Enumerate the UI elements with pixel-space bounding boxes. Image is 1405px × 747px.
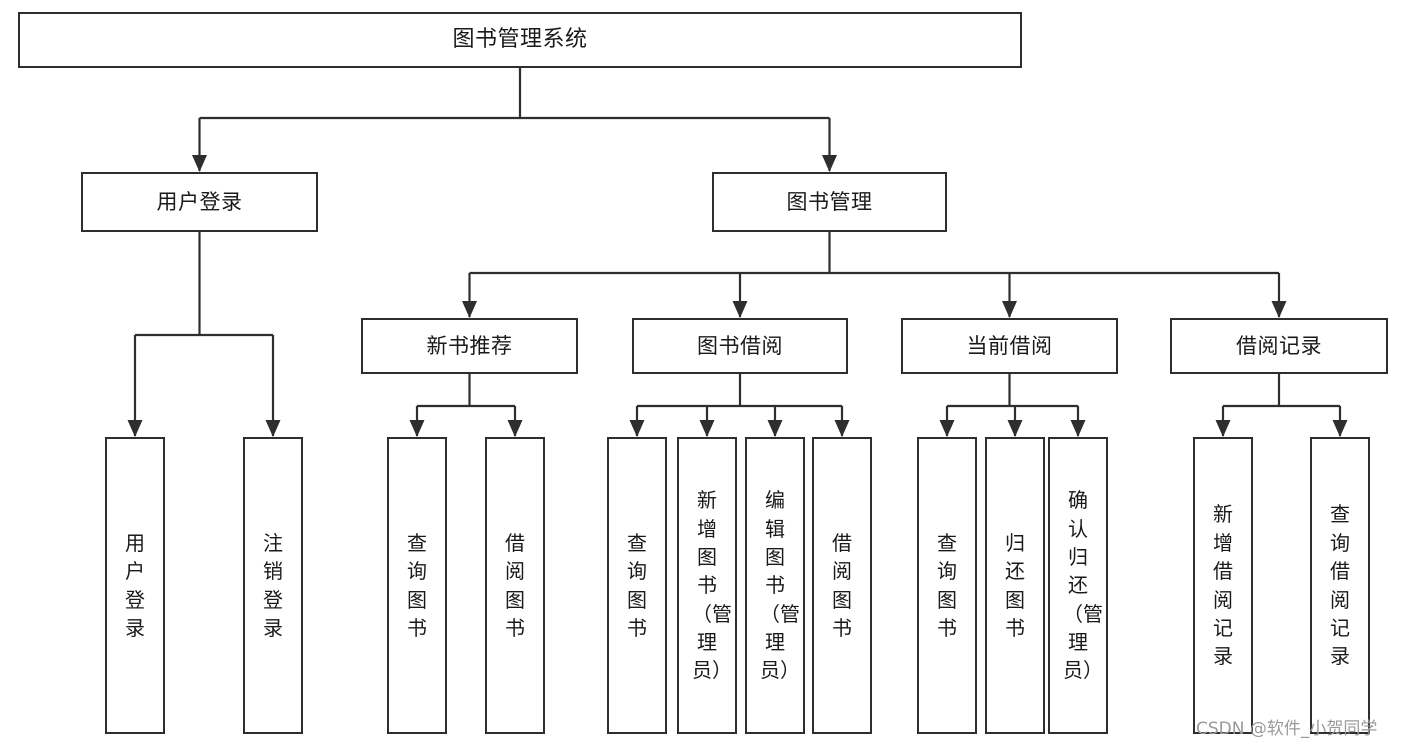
node-l3-current[interactable]: 当前借阅 [901, 318, 1118, 374]
node-label: 用户登录 [125, 530, 145, 640]
node-label: 用户登录 [156, 189, 243, 214]
node-l2-book[interactable]: 图书管理 [712, 172, 947, 232]
node-label: 新增借阅记录 [1213, 502, 1233, 669]
node-f-cur-1[interactable]: 查询图书 [917, 437, 977, 734]
node-label: 查询图书 [937, 530, 957, 640]
node-l3-record[interactable]: 借阅记录 [1170, 318, 1388, 374]
node-label: 查询图书 [407, 530, 427, 640]
node-f-rec-1[interactable]: 新增借阅记录 [1193, 437, 1253, 734]
node-label: 借阅图书 [505, 530, 525, 640]
node-f-bor-2[interactable]: 新增图书（管理员） [677, 437, 737, 734]
node-label: 图书管理系统 [452, 27, 588, 53]
node-f-new-1[interactable]: 查询图书 [387, 437, 447, 734]
node-label: 确认归还（管理员） [1063, 488, 1103, 683]
node-l3-borrow[interactable]: 图书借阅 [632, 318, 848, 374]
node-f-new-2[interactable]: 借阅图书 [485, 437, 545, 734]
node-f-login-1[interactable]: 用户登录 [105, 437, 165, 734]
watermark: CSDN @软件_小贺同学 [1196, 719, 1378, 739]
node-label: 归还图书 [1005, 530, 1025, 640]
node-f-rec-2[interactable]: 查询借阅记录 [1310, 437, 1370, 734]
node-root[interactable]: 图书管理系统 [18, 12, 1022, 68]
node-label: 图书管理 [786, 189, 873, 214]
node-label: 编辑图书（管理员） [760, 488, 800, 683]
node-label: 查询借阅记录 [1330, 502, 1350, 669]
node-label: 注销登录 [263, 530, 283, 640]
node-label: 新增图书（管理员） [692, 488, 732, 683]
node-label: 新书推荐 [426, 333, 513, 358]
node-label: 借阅图书 [832, 530, 852, 640]
node-l2-login[interactable]: 用户登录 [81, 172, 318, 232]
node-f-login-2[interactable]: 注销登录 [243, 437, 303, 734]
node-f-bor-1[interactable]: 查询图书 [607, 437, 667, 734]
node-f-bor-4[interactable]: 借阅图书 [812, 437, 872, 734]
node-f-cur-3[interactable]: 确认归还（管理员） [1048, 437, 1108, 734]
node-l3-newbook[interactable]: 新书推荐 [361, 318, 578, 374]
node-label: 查询图书 [627, 530, 647, 640]
node-label: 图书借阅 [697, 333, 783, 358]
node-f-cur-2[interactable]: 归还图书 [985, 437, 1045, 734]
node-label: 当前借阅 [966, 333, 1053, 358]
node-label: 借阅记录 [1236, 333, 1322, 358]
node-f-bor-3[interactable]: 编辑图书（管理员） [745, 437, 805, 734]
